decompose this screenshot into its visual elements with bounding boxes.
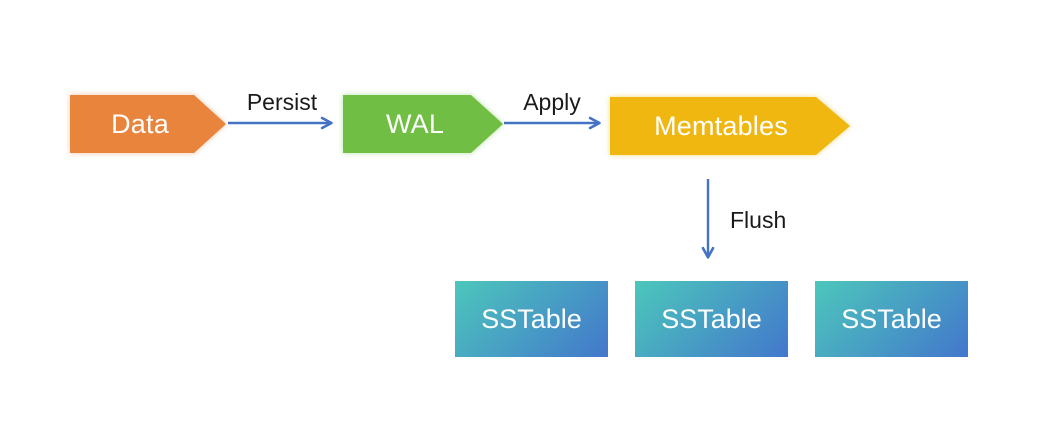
node-sstable-3-label: SSTable	[841, 303, 942, 334]
node-memtables: Memtables	[610, 97, 850, 155]
persist-arrow-label: Persist	[246, 89, 318, 115]
node-data: Data	[70, 95, 226, 153]
node-sstable-2-label: SSTable	[661, 303, 762, 334]
arrow-pentagon-shape	[343, 95, 503, 153]
node-data-label: Data	[111, 108, 169, 139]
node-sstable-1-label: SSTable	[481, 303, 582, 334]
arrow-pentagon-shape	[610, 97, 850, 155]
flush-arrow-label: Flush	[730, 207, 787, 233]
node-sstable-3: SSTable	[815, 281, 968, 357]
node-sstable-1: SSTable	[455, 281, 608, 357]
node-wal: WAL	[343, 95, 503, 153]
node-memtables-label: Memtables	[654, 110, 788, 141]
node-sstable-2: SSTable	[635, 281, 788, 357]
node-wal-label: WAL	[385, 108, 445, 139]
apply-arrow-label: Apply	[523, 89, 581, 115]
arrow-pentagon-shape	[70, 95, 226, 153]
